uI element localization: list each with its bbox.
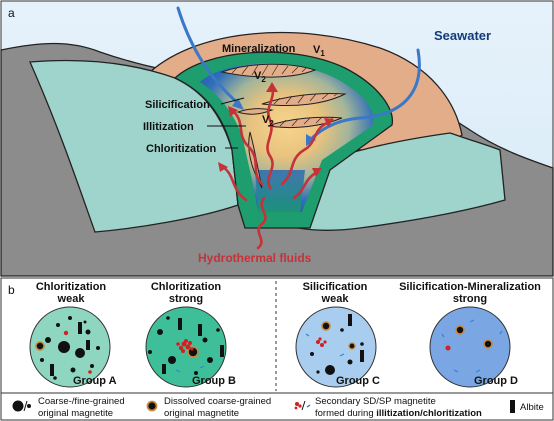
group-b-label: Group B [192,375,236,387]
mineralization-label: Mineralization [222,43,296,55]
v2-label-top: V2 [254,70,266,84]
group-d-title-2: strong [453,293,487,305]
panel-a: a Seawater Mineralization V1 V2 V2 Silic… [0,0,554,277]
hydrothermal-arrowheads [218,82,334,177]
v2-label-mid: V2 [262,114,274,128]
legend: Coarse-/fine-grained original magnetite … [0,392,554,421]
chloritization-label: Chloritization [146,143,217,155]
group-a-label: Group A [73,375,117,387]
teal-host-rock-right [297,132,506,231]
group-c-title-2: weak [321,293,350,305]
group-c-label: Group C [336,375,380,387]
panel-b-letter: b [8,283,15,297]
legend-slash-1 [23,400,28,412]
leader-lines [207,97,246,149]
fine-magnetite-icon [27,404,31,408]
legend-item1-line1: Coarse-/fine-grained [38,396,125,407]
secondary-magnetite-icon [294,400,311,411]
panel-a-letter: a [8,6,15,20]
silicification-core [200,63,374,212]
v1-label: V1 [313,44,325,58]
group-c-title-1: Silicification [303,281,368,293]
seawater-arrowheads [232,98,316,146]
legend-item3-line1: Secondary SD/SP magnetite [315,396,436,407]
seawater-label: Seawater [434,28,491,43]
group-d-title-1: Silicification-Mineralization [399,281,541,293]
illitization-label: Illitization [143,121,194,133]
group-d-sample [429,306,511,388]
v2-vein-hatching [231,64,339,127]
legend-item4: Albite [520,402,544,413]
legend-frame [0,392,554,421]
seawater-arrows [176,6,421,142]
group-c-sample [295,306,377,388]
hydrothermal-fluids-label: Hydrothermal fluids [198,251,312,265]
coarse-magnetite-icon [12,400,24,412]
group-b-title-2: strong [169,293,203,305]
legend-item2-line2: original magnetite [164,408,239,419]
group-a-sample [29,306,111,388]
legend-item1-line2: original magnetite [38,408,113,419]
albite-icon [510,400,515,413]
legend-item3-line2: formed during illitization/chloritizatio… [315,408,482,419]
group-d-label: Group D [474,375,518,387]
group-b-title-1: Chloritization [151,281,222,293]
panel-b: b Chloritization weak Chloritization str… [0,277,554,394]
teal-host-rock-left [29,59,239,233]
group-b-sample [145,306,227,388]
dissolved-magnetite-icon [146,400,158,412]
legend-item2-line1: Dissolved coarse-grained [164,396,271,407]
group-a-title-1: Chloritization [36,281,107,293]
group-a-title-2: weak [57,293,86,305]
silicification-label: Silicification [145,99,210,111]
